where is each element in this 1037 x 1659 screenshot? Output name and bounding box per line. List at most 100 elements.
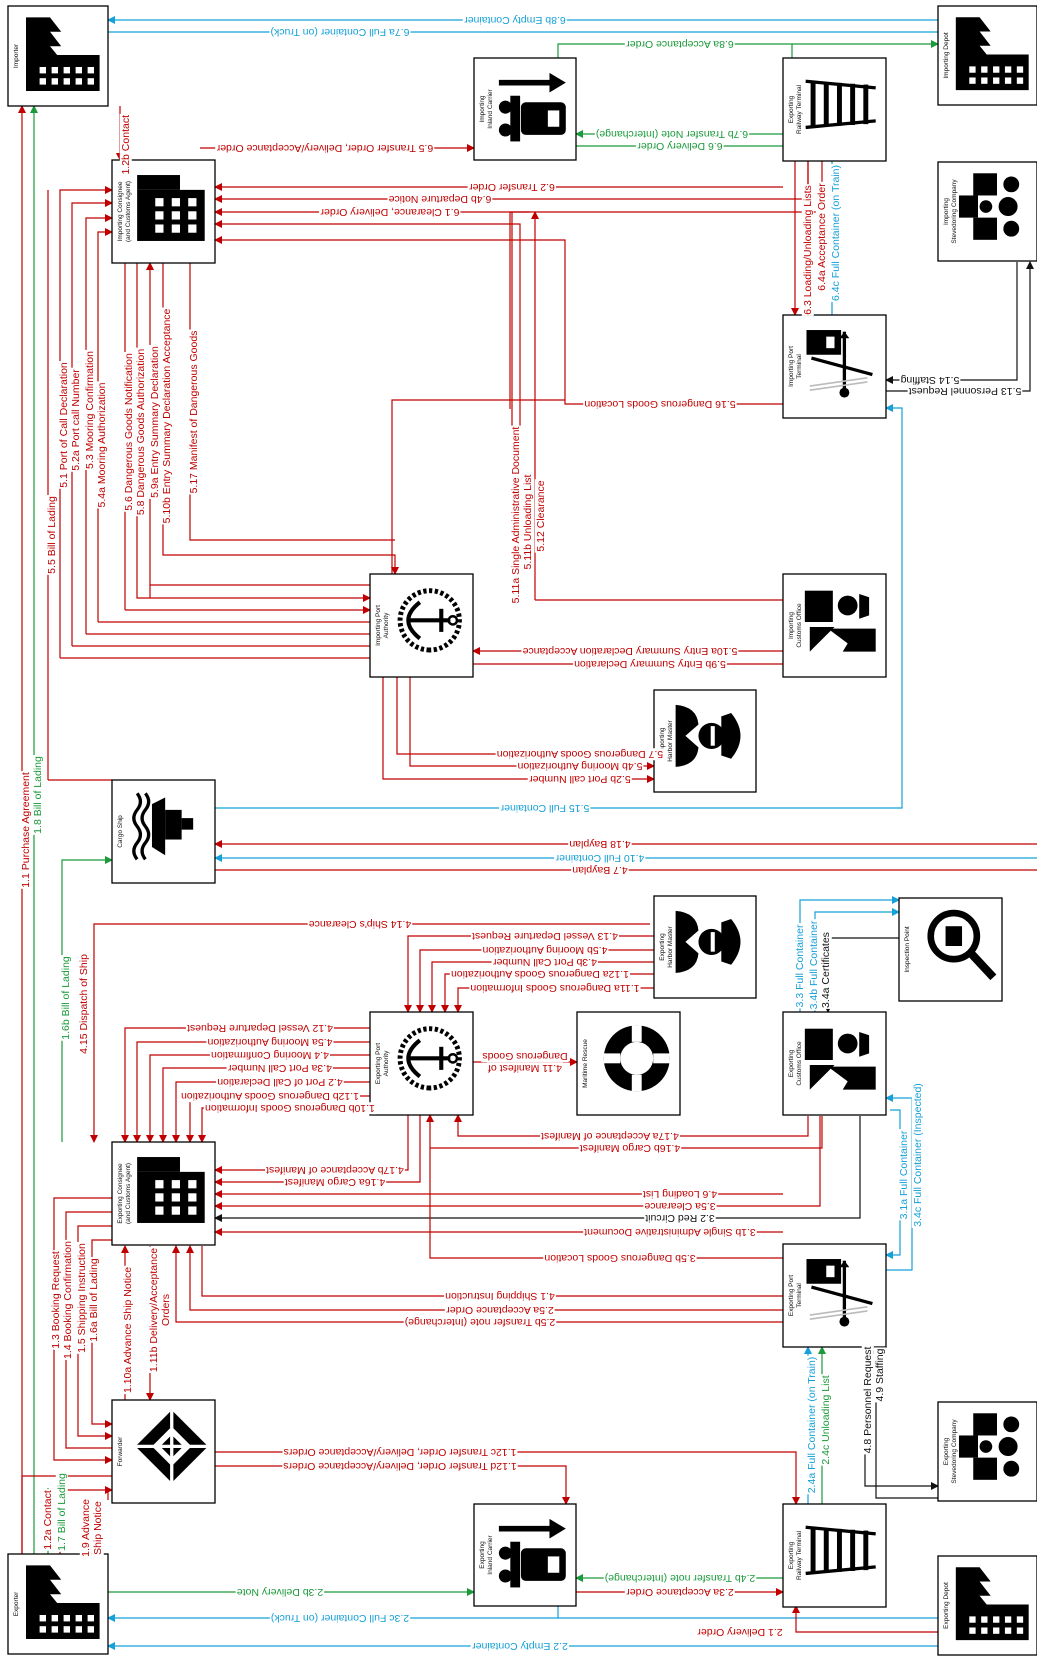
flow-label-1-11a: 1.11a Dangerous Goods Information <box>470 982 639 994</box>
flow-label-4-11a: 4.11 Manifest of <box>488 1062 562 1074</box>
flow-label-3-4c: 3.4c Full Container (Inspected) <box>912 1083 924 1227</box>
flow-label-5-6: 5.6 Dangerous Goods Notification <box>123 353 135 511</box>
node-label: Customs Office <box>796 603 803 648</box>
flow-label-1-2a: 1.2a Contact <box>42 1490 54 1550</box>
node-label: Exporting Port <box>788 1275 795 1316</box>
flow-label-6-4b: 6.4b Departure Notice <box>388 193 491 205</box>
flow-label-4-5a: 4.5a Mooring Authorization <box>207 1036 332 1048</box>
flow-label-3-1a: 3.1a Full Container <box>898 1130 910 1219</box>
node-label: Importing Port <box>788 346 795 387</box>
flow-label-1-6a: 1.6a Bill of Lading <box>88 1258 100 1342</box>
node-label: Stevedoring Company <box>951 1419 958 1484</box>
flow-label-3-4b: 3.4b Full Container <box>808 920 820 1009</box>
flow-label-4-6: 4.6 Loading List <box>643 1188 717 1200</box>
node-label: Importing <box>788 612 795 639</box>
node-label: Railway Terminal <box>796 1530 803 1580</box>
node-label: Exporting Depot <box>943 1582 950 1629</box>
flow-label-5-13: 5.13 Personnel Request <box>909 385 1022 397</box>
flow-label-2-3b: 2.3b Delivery Note <box>237 1586 324 1598</box>
flow-line <box>149 584 370 598</box>
flow-label-4-4: 4.4 Mooring Confirmation <box>211 1049 329 1061</box>
node-label: Terminal <box>796 354 803 379</box>
flow-label-5-8: 5.8 Dangerous Goods Authorization <box>135 349 147 516</box>
node-label: Importing Consignee <box>117 181 124 241</box>
flow-label-1-4: 1.4 Booking Confirmation <box>62 1241 74 1359</box>
flow-label-4-17a: 4.17a Acceptance of Manifest <box>541 1130 679 1142</box>
flow-label-4-18: 4.18 Bayplan <box>569 838 630 850</box>
flow-label-5-17: 5.17 Manifest of Dangerous Goods <box>188 331 200 494</box>
flow-line <box>90 923 650 1143</box>
node-label: Exporter <box>13 1591 20 1616</box>
flow-label-3-3: 3.3 Full Container <box>794 924 806 1007</box>
flow-label-5-7: 5.7 Dangerous Goods Authorization <box>497 748 664 760</box>
flow-line <box>214 1115 421 1186</box>
node-label: Harbor Master <box>667 925 674 967</box>
flow-label-5-2a: 5.2a Port call Number <box>70 369 82 471</box>
flow-label-1-3: 1.3 Booking Request <box>50 1251 62 1349</box>
lifebuoy-icon <box>603 1025 670 1092</box>
flow-label-1-12d: 1.12d Transfer Order, Delivery/Acceptanc… <box>283 1460 516 1472</box>
flow-label-4-12: 4.12 Vessel Departure Request <box>187 1022 333 1034</box>
flow-label-5-11b: 5.11b Unloading List <box>522 474 534 569</box>
flow-label-2-4a: 2.4a Full Container (on Train) <box>806 1357 818 1494</box>
node-exporting-consignee: Exporting Consignee(and Customs Agent) <box>111 1141 216 1246</box>
flow-label-6-8b: 6.8b Empty Container <box>464 14 566 26</box>
flow-label-6-7b: 6.7b Transfer Note (Interchange) <box>596 128 748 140</box>
node-importing-depot: Importing Depot <box>937 5 1037 106</box>
node-maritime-rescue: Maritime Rescue <box>576 1011 681 1116</box>
flow-label-4-14: 4.14 Ship's Clearance <box>309 918 412 930</box>
node-forwarder: Forwarder <box>111 1399 216 1504</box>
flow-label-4-10: 4.10 Full Container <box>555 852 644 864</box>
node-label: Railway Terminal <box>796 84 803 134</box>
node-label: Harbor Master <box>667 719 674 761</box>
node-label: (and Customs Agent) <box>125 181 132 242</box>
flow-label-4-16a: 4.16a Cargo Manifest <box>285 1176 385 1188</box>
flow-line <box>59 186 113 658</box>
flow-label-4-2: 4.2 Port of Call Declaration <box>217 1076 343 1088</box>
flow-label-5-10b: 5.10b Entry Summary Declaration Acceptan… <box>161 308 173 523</box>
flow-label-3-5b: 3.5b Dangerous Goods Location <box>544 1252 695 1264</box>
truck-icon <box>499 73 566 142</box>
flow-line <box>792 1605 938 1633</box>
flow-label-6-6: 6.6 Delivery Order <box>637 140 723 152</box>
flow-label-5-12: 5.12 Clearance <box>535 480 547 551</box>
flow-label-5-14: 5.14 Staffing <box>900 374 959 386</box>
flow-line <box>85 214 113 634</box>
node-label: Exporting <box>479 1541 486 1569</box>
node-label: Terminal <box>796 1283 803 1308</box>
node-label: Stevedoring Company <box>951 179 958 244</box>
node-label: Inland Carrier <box>487 88 494 128</box>
node-label: Importing Port <box>375 605 382 646</box>
node-label: Exporting <box>788 1049 795 1077</box>
node-label: Exporting <box>788 95 795 123</box>
flow-line <box>61 856 113 1142</box>
flow-label-1-12b: 1.12b Dangerous Goods Authorization <box>181 1090 359 1102</box>
flow-label-2-4b: 2.4b Transfer note (Interchange) <box>605 1572 756 1584</box>
flow-line <box>186 1245 783 1311</box>
flow-line <box>824 937 899 1013</box>
flow-label-1-10a: 1.10a Advance Ship Notice <box>122 1267 134 1393</box>
node-label: Importing Depot <box>943 32 950 78</box>
flow-label-5-1: 5.1 Port of Call Declaration <box>58 362 70 488</box>
flow-label-6-3: 6.3 Loading/Unloading Lists <box>802 185 814 315</box>
flow-label-3-1b: 3.1b Single Administrative Document <box>584 1226 756 1238</box>
flow-label-2-1: 2.1 Delivery Order <box>697 1626 783 1638</box>
node-exporter: Exporter <box>7 1553 109 1655</box>
flow-label-5-4a: 5.4a Mooring Authorization <box>96 382 108 507</box>
flow-label-5-15: 5.15 Full Container <box>500 802 589 814</box>
flow-line <box>396 677 655 758</box>
flow-line <box>215 1451 800 1505</box>
node-label: Importing <box>479 95 486 122</box>
node-label: Exporting <box>659 933 666 961</box>
flow-label-6-1: 6.1 Clearance, Delivery Order <box>320 206 459 218</box>
node-label: Importer <box>13 43 20 68</box>
node-cargo-ship: Cargo Ship <box>111 779 216 884</box>
flow-line <box>214 220 521 586</box>
node-exporting-depot: Exporting Depot <box>937 1555 1037 1656</box>
node-label: Exporting Port <box>375 1043 382 1084</box>
